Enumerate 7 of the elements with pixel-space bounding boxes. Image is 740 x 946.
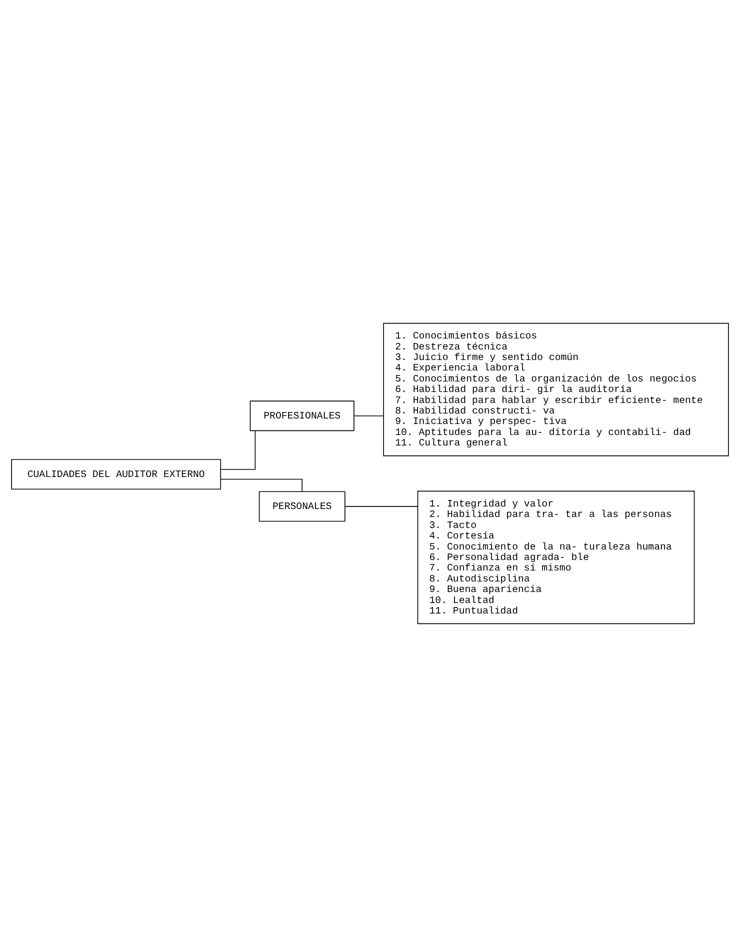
node-box: 1. Conocimientos básicos 2. Destreza técnica 3. Juicio firme y sentido común 4. Experiencia laboral 5. Conocimientos de la organización de los negocios 6. Habilidad para diri- gir la auditoría 7. Habilidad para hablar y escribir eficiente- mente 8. Habilidad constructi- va 9. Iniciativa y perspec- tiva 10. Aptitudes para la au- ditoría y contabili- dad 11. Cultura general [383,322,729,456]
node-box: 1. Integridad y valor 2. Habilidad para tra- tar a las personas 3. Tacto 4. Cortesía 5. Conocimiento de la na- turaleza humana 6. Personalidad agrada- ble 7. Confianza en sí mismo 8. Autodisciplina 9. Buena apariencia 10. Lealtad 11. Puntualidad [417,490,695,624]
node-box: CUALIDADES DEL AUDITOR EXTERNO [11,458,222,490]
node-box: PERSONALES [258,490,346,522]
node-box: PROFESIONALES [250,400,354,431]
connector [354,414,384,416]
connector [220,430,256,470]
